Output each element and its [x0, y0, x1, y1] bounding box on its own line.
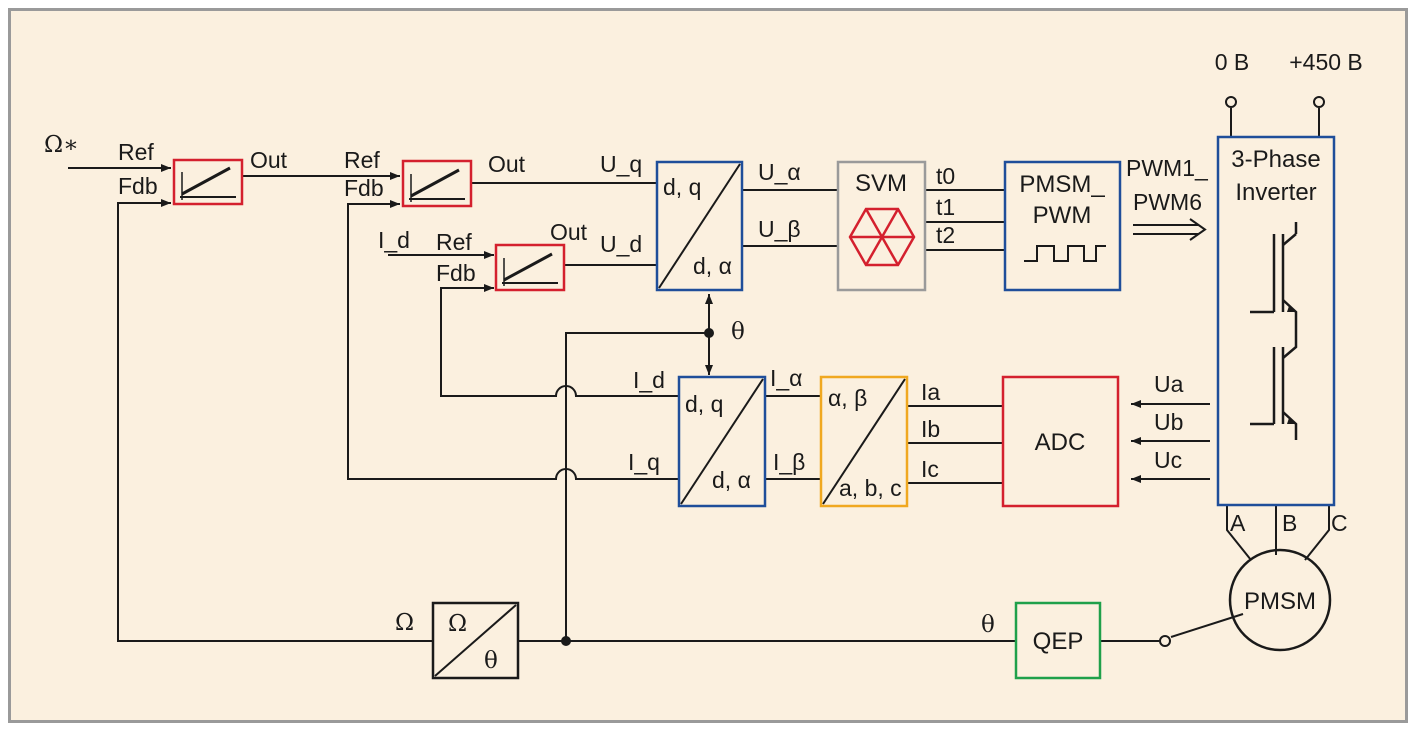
- theta-label: θ: [731, 319, 745, 345]
- theta-junction-dot: [704, 328, 714, 338]
- terminal-450v: [1313, 96, 1325, 108]
- pwm-block: [1003, 160, 1122, 292]
- pwm-line2: PWM: [1033, 202, 1092, 229]
- t2-label: t2: [936, 222, 955, 248]
- speed-reference-label: Ω∗: [44, 132, 79, 158]
- svm-block: [836, 160, 927, 292]
- uc-label: Uc: [1154, 447, 1182, 473]
- clarke-bottom-label: a, b, c: [839, 475, 902, 501]
- speed-feedback-label: Ω: [395, 610, 414, 636]
- inverse-park-block: [655, 160, 744, 292]
- adc-block: [1001, 375, 1120, 508]
- pi-iq-controller: [401, 159, 473, 208]
- ubeta-label: U_β: [758, 216, 801, 242]
- pmsm-motor: [1228, 548, 1332, 652]
- qep-label: QEP: [1033, 628, 1084, 655]
- phase-c-label: C: [1331, 510, 1348, 536]
- uq-label: U_q: [600, 151, 642, 177]
- ualpha-label: U_α: [758, 159, 801, 185]
- t1-label: t1: [936, 194, 955, 220]
- park-block: [677, 375, 767, 508]
- supply-450v-label: +450 B: [1289, 49, 1363, 75]
- pwm-out1-label: PWM1_: [1126, 155, 1209, 181]
- ic-label: Ic: [921, 456, 939, 482]
- pi2-fdb-label: Fdb: [344, 175, 384, 201]
- pulse-waveform-icon: [1024, 245, 1106, 262]
- ia-label: Ia: [921, 379, 940, 405]
- pwm-out2-label: PWM6: [1133, 189, 1202, 215]
- ibeta-label: I_β: [773, 449, 805, 475]
- iq-feedback-label: I_q: [628, 449, 660, 475]
- pi3-fdb-label: Fdb: [436, 260, 476, 286]
- igbt-upper-icon: [1250, 222, 1298, 330]
- terminal-0v: [1225, 96, 1237, 108]
- adc-label: ADC: [1035, 429, 1086, 456]
- pi1-ref-label: Ref: [118, 139, 154, 165]
- pi3-out-label: Out: [550, 219, 588, 245]
- speed-calc-block: [431, 601, 520, 680]
- park-top-label: d, q: [685, 391, 723, 417]
- bus-junction-dot: [561, 636, 571, 646]
- inverter-line2: Inverter: [1235, 179, 1316, 206]
- pwm-line1: PMSM_: [1019, 171, 1105, 198]
- inverter-block: [1216, 135, 1336, 507]
- phase-a-label: A: [1230, 510, 1246, 536]
- pi2-out-label: Out: [488, 151, 526, 177]
- pi1-fdb-label: Fdb: [118, 173, 158, 199]
- ub-label: Ub: [1154, 409, 1183, 435]
- clarke-block: [819, 375, 909, 508]
- ipark-bottom-label: d, α: [693, 253, 732, 279]
- ib-label: Ib: [921, 416, 940, 442]
- speed-calc-bottom-label: θ: [484, 648, 498, 674]
- speed-calc-top-label: Ω: [448, 611, 467, 637]
- motor-label: PMSM: [1244, 588, 1316, 615]
- svm-label: SVM: [855, 170, 907, 197]
- ud-label: U_d: [600, 231, 642, 257]
- ipark-top-label: d, q: [663, 174, 701, 200]
- clarke-top-label: α, β: [828, 385, 867, 411]
- pi-speed-controller: [172, 158, 244, 206]
- qep-block: [1014, 601, 1102, 680]
- pi3-input-label: I_d: [378, 227, 410, 253]
- phase-b-label: B: [1282, 510, 1297, 536]
- ua-label: Ua: [1154, 371, 1184, 397]
- signal-lines: [68, 108, 1330, 642]
- pi-id-controller: [494, 243, 566, 292]
- ialpha-label: I_α: [770, 365, 802, 391]
- pi2-ref-label: Ref: [344, 147, 380, 173]
- inverter-line1: 3-Phase: [1231, 146, 1320, 173]
- pi3-ref-label: Ref: [436, 229, 472, 255]
- t0-label: t0: [936, 163, 955, 189]
- id-feedback-label: I_d: [633, 367, 665, 393]
- pi1-out-label: Out: [250, 147, 288, 173]
- qep-theta-label: θ: [981, 612, 995, 638]
- encoder-switch-terminal: [1159, 635, 1171, 647]
- park-bottom-label: d, α: [712, 467, 751, 493]
- supply-0v-label: 0 B: [1215, 49, 1250, 75]
